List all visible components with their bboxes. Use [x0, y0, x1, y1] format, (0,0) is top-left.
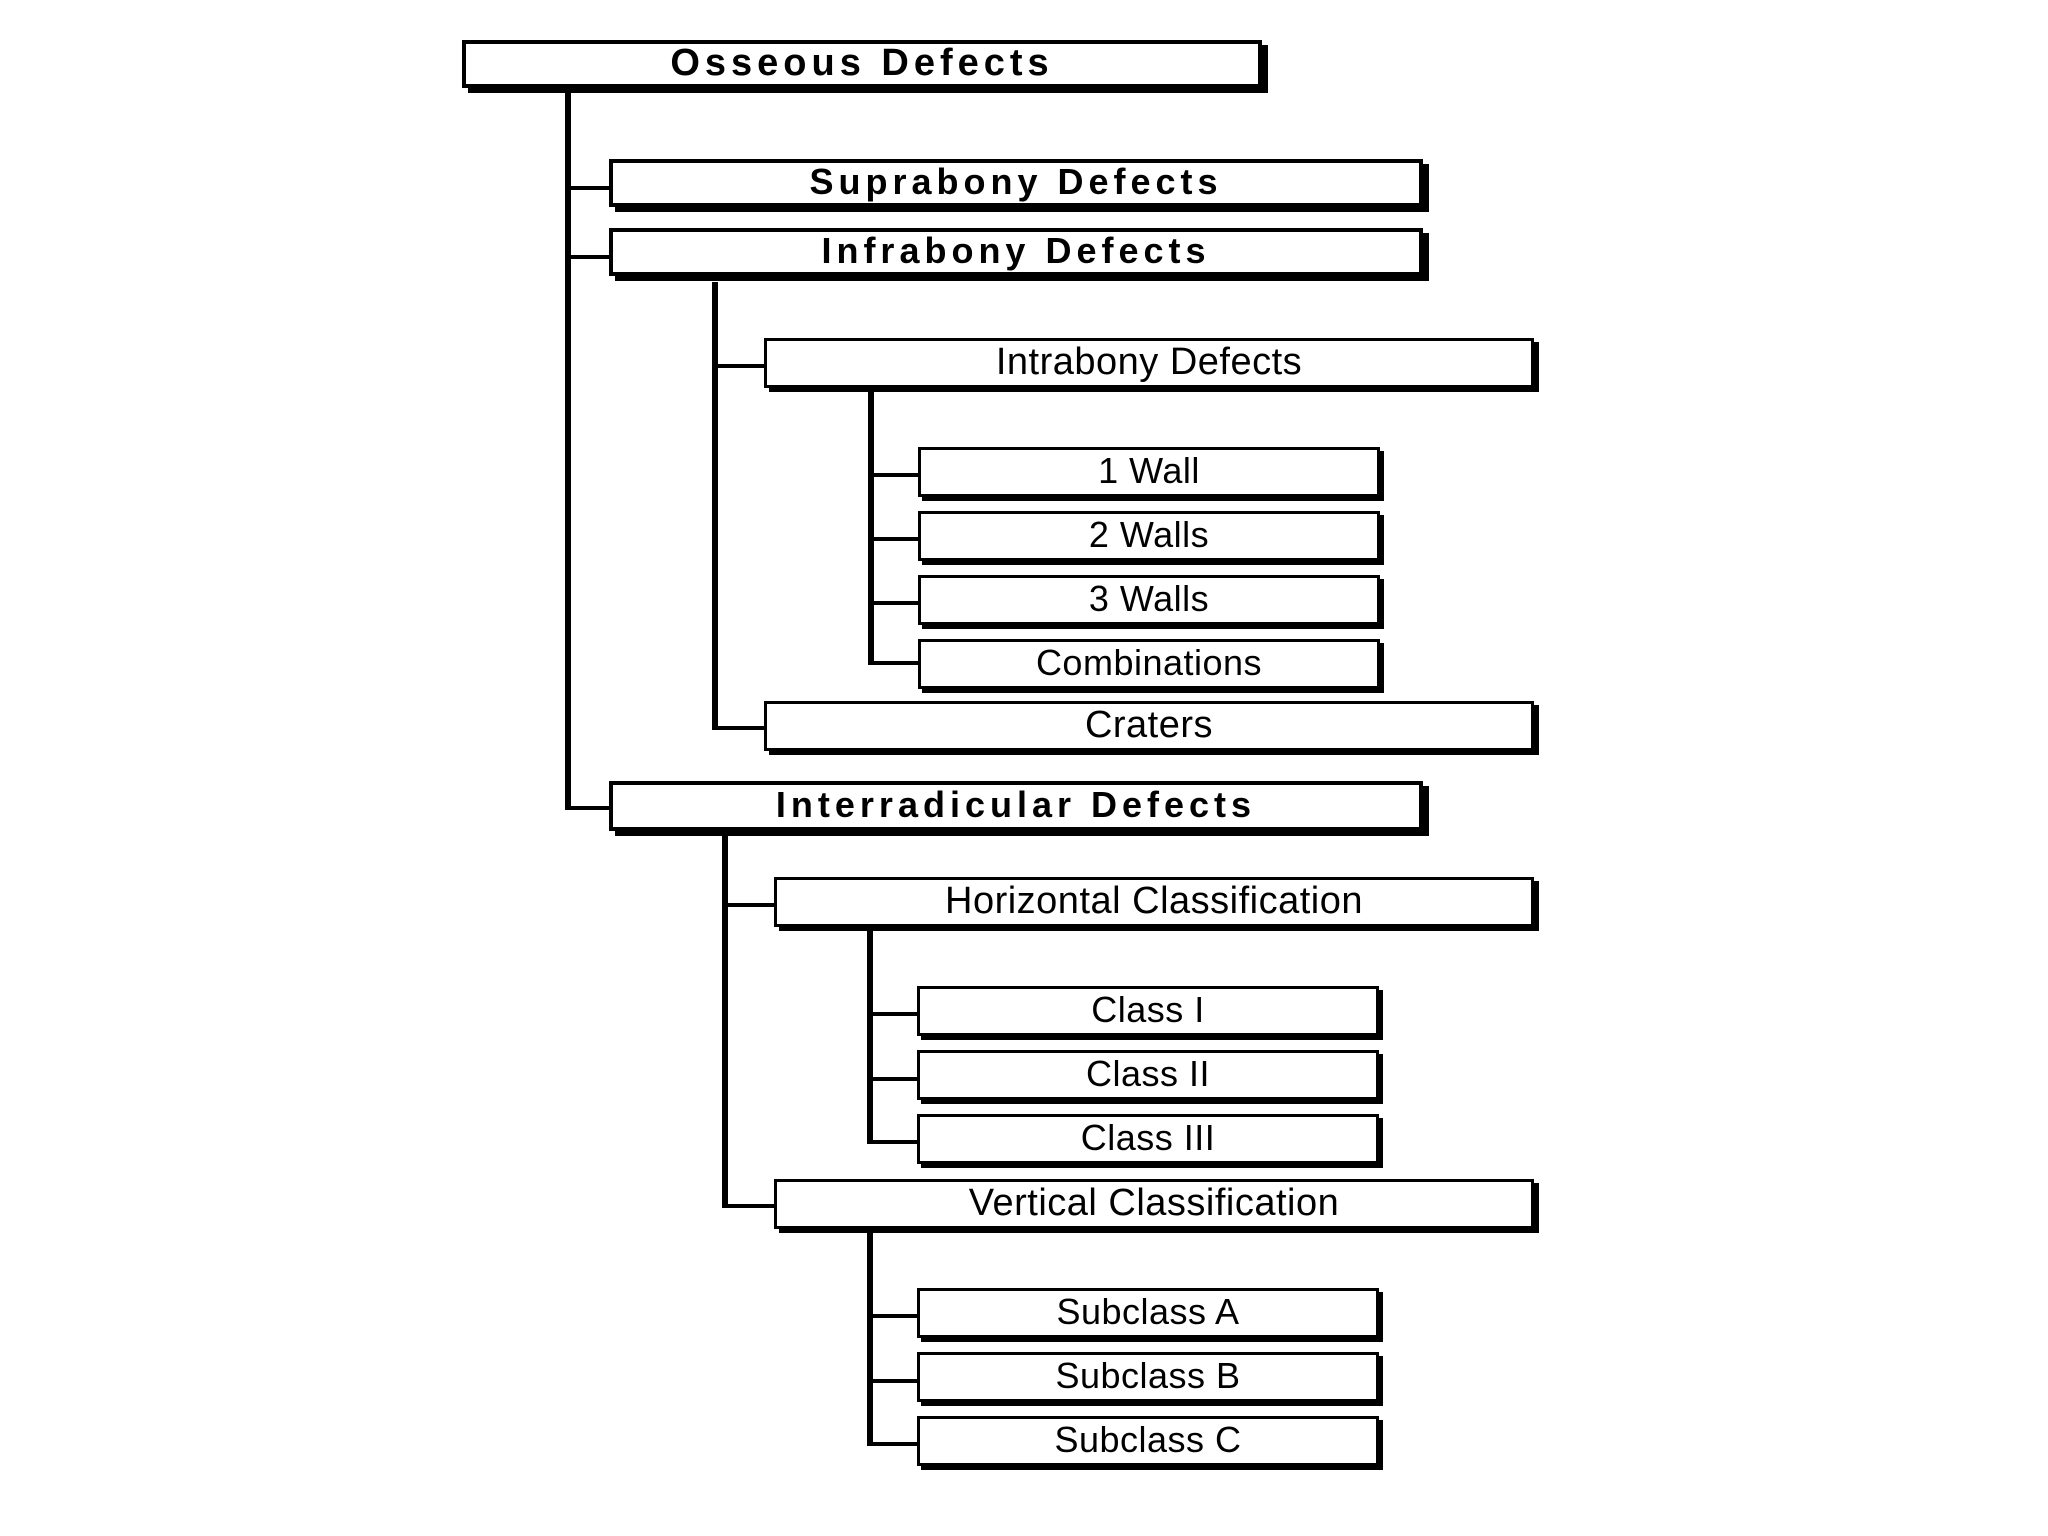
node-vertical-classification[interactable]: Vertical Classification [774, 1179, 1534, 1229]
node-3-walls[interactable]: 3 Walls [918, 575, 1380, 625]
node-class-i[interactable]: Class I [917, 986, 1379, 1036]
node-label: Horizontal Classification [945, 880, 1363, 922]
connector-infrabony-to-intrabony [712, 364, 764, 368]
node-intrabony-defects[interactable]: Intrabony Defects [764, 338, 1534, 388]
node-label: 2 Walls [1088, 514, 1210, 555]
connector-vertical-to-subclassC [867, 1442, 917, 1446]
connector-interradicular-trunk [722, 830, 728, 1208]
node-label: Vertical Classification [968, 1182, 1340, 1224]
node-label: Craters [1084, 704, 1214, 746]
node-label: Class III [1080, 1117, 1216, 1158]
connector-intrabony-to-wall2 [868, 537, 918, 541]
node-combinations[interactable]: Combinations [918, 639, 1380, 689]
connector-intrabony-to-wall1 [868, 473, 918, 477]
node-label: Subclass C [1054, 1419, 1242, 1460]
node-osseous-defects[interactable]: Osseous Defects [462, 40, 1262, 88]
connector-interradicular-to-vertical [722, 1204, 774, 1208]
node-class-iii[interactable]: Class III [917, 1114, 1379, 1164]
node-label: 3 Walls [1088, 578, 1210, 619]
connector-root-to-interradicular [565, 806, 609, 810]
node-1-wall[interactable]: 1 Wall [918, 447, 1380, 497]
node-label: 1 Wall [1098, 450, 1200, 491]
connector-horizontal-to-class3 [867, 1140, 917, 1144]
node-label: Class II [1085, 1053, 1211, 1094]
connector-vertical-to-subclassB [867, 1379, 917, 1383]
connector-root-trunk [565, 78, 571, 810]
node-subclass-c[interactable]: Subclass C [917, 1416, 1379, 1466]
node-label: Osseous Defects [670, 42, 1054, 84]
connector-intrabony-to-wall3 [868, 601, 918, 605]
connector-vertical-to-subclassA [867, 1314, 917, 1318]
node-subclass-b[interactable]: Subclass B [917, 1352, 1379, 1402]
node-label: Suprabony Defects [809, 161, 1223, 202]
node-label: Interradicular Defects [775, 784, 1257, 825]
node-label: Intrabony Defects [995, 341, 1303, 383]
connector-infrabony-trunk [712, 282, 718, 730]
connector-infrabony-to-craters [712, 726, 764, 730]
node-label: Infrabony Defects [821, 230, 1211, 271]
node-label: Subclass B [1055, 1355, 1241, 1396]
connector-horizontal-trunk [867, 928, 873, 1144]
connector-root-to-suprabony [565, 186, 609, 190]
node-infrabony-defects[interactable]: Infrabony Defects [609, 228, 1423, 276]
connector-vertical-trunk [867, 1230, 873, 1446]
connector-intrabony-to-combinations [868, 661, 918, 665]
node-label: Combinations [1035, 642, 1263, 683]
node-subclass-a[interactable]: Subclass A [917, 1288, 1379, 1338]
node-label: Subclass A [1056, 1291, 1240, 1332]
connector-intrabony-trunk [868, 390, 874, 665]
node-craters[interactable]: Craters [764, 701, 1534, 751]
node-interradicular-defects[interactable]: Interradicular Defects [609, 781, 1423, 831]
connector-root-to-infrabony [565, 255, 609, 259]
connector-horizontal-to-class1 [867, 1012, 917, 1016]
node-suprabony-defects[interactable]: Suprabony Defects [609, 159, 1423, 207]
node-2-walls[interactable]: 2 Walls [918, 511, 1380, 561]
node-horizontal-classification[interactable]: Horizontal Classification [774, 877, 1534, 927]
connector-horizontal-to-class2 [867, 1077, 917, 1081]
node-class-ii[interactable]: Class II [917, 1050, 1379, 1100]
node-label: Class I [1091, 989, 1205, 1030]
connector-interradicular-to-horizontal [722, 903, 774, 907]
